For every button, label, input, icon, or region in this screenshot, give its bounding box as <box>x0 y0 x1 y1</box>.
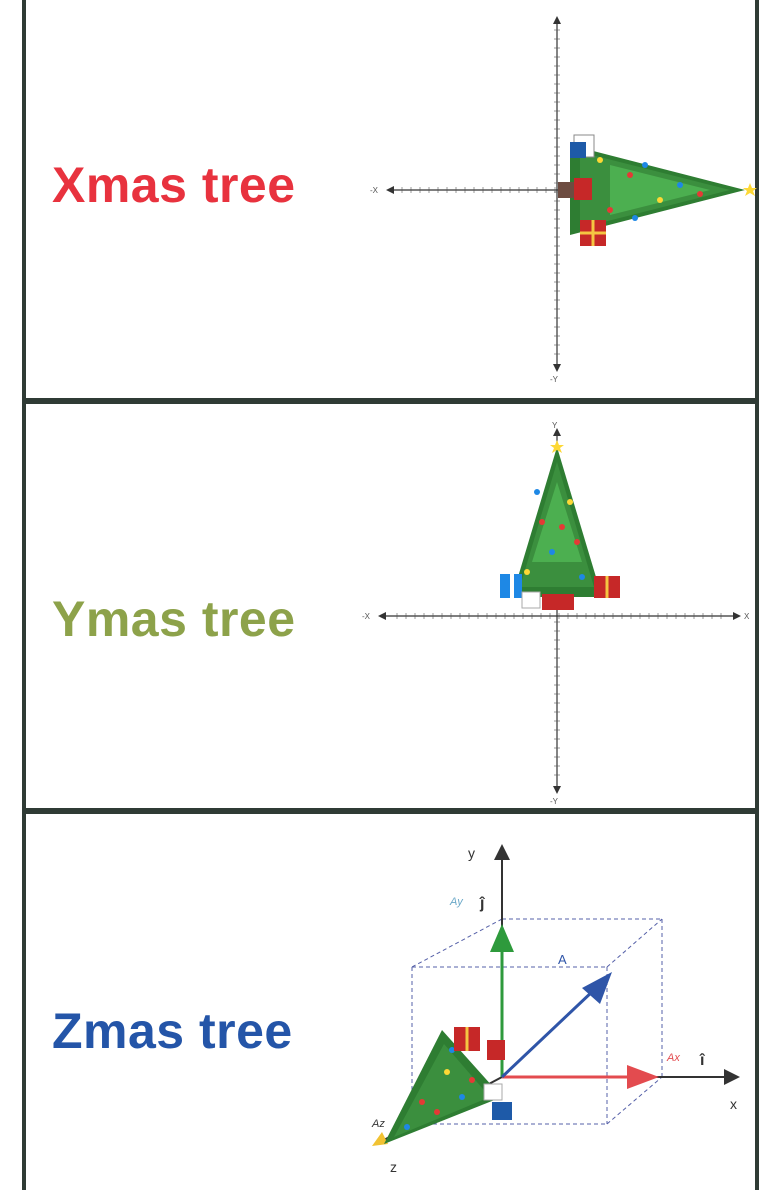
ay-label: Ay <box>449 896 464 908</box>
a-vector-head <box>582 972 612 1004</box>
star-icon <box>550 440 564 453</box>
christmas-tree-icon <box>558 145 745 235</box>
i-hat-label: î <box>699 1052 706 1069</box>
star-icon <box>743 183 757 196</box>
x-ticks <box>401 187 556 193</box>
x-axis-label: x <box>730 1096 737 1112</box>
y-ticks <box>554 29 560 355</box>
pos-x-label: X <box>744 612 750 621</box>
y-ticks <box>554 621 560 776</box>
z-axis-label: z <box>390 1159 397 1175</box>
y-arrow-down <box>553 364 561 372</box>
az-label: Az <box>371 1118 385 1130</box>
x-vector-head <box>627 1065 659 1089</box>
divider-1 <box>22 398 759 404</box>
x-arrow-right <box>724 1069 740 1085</box>
x-arrow-left <box>386 186 394 194</box>
zmas-axes: y x z Ay ĵ Ax î A <box>371 844 740 1175</box>
ymas-title: Ymas tree <box>52 591 296 647</box>
a-vector <box>500 988 596 1079</box>
panel-zmas: Zmas tree y x z Ay ĵ <box>22 812 759 1190</box>
gift-box-icon <box>454 1027 512 1120</box>
y-arrow-up <box>553 16 561 24</box>
ymas-axes: Y -X X -Y <box>362 421 750 806</box>
x-arrow-right <box>733 612 741 620</box>
page-frame <box>22 0 759 1190</box>
x-arrow-left <box>378 612 386 620</box>
y-vector-head <box>490 924 514 952</box>
j-hat-label: ĵ <box>479 895 486 912</box>
xmas-title: Xmas tree <box>52 157 296 213</box>
panel-ymas: Ymas tree Y -X X -Y <box>22 402 759 812</box>
gift-box-icon <box>500 574 620 610</box>
neg-y-label: -Y <box>550 797 559 806</box>
gift-box-icon <box>570 134 606 246</box>
a-label: A <box>558 952 567 967</box>
neg-x-label: -X <box>370 186 379 195</box>
divider-2 <box>22 808 759 814</box>
y-arrow-down <box>553 786 561 794</box>
z-arrow <box>372 1132 388 1146</box>
ax-label: Ax <box>666 1052 680 1064</box>
xmas-axes: -X -Y <box>370 16 757 384</box>
zmas-title: Zmas tree <box>52 1003 293 1059</box>
panel-xmas: Xmas tree -X -Y <box>22 0 759 402</box>
neg-x-label: -X <box>362 612 371 621</box>
christmas-tree-icon <box>512 447 602 597</box>
y-arrow-up <box>553 428 561 436</box>
neg-y-label: -Y <box>550 375 559 384</box>
pos-y-label: Y <box>552 421 558 430</box>
y-arrow-up <box>494 844 510 860</box>
x-ticks <box>396 613 722 619</box>
christmas-tree-icon <box>384 1030 502 1144</box>
y-axis-label: y <box>468 845 475 861</box>
